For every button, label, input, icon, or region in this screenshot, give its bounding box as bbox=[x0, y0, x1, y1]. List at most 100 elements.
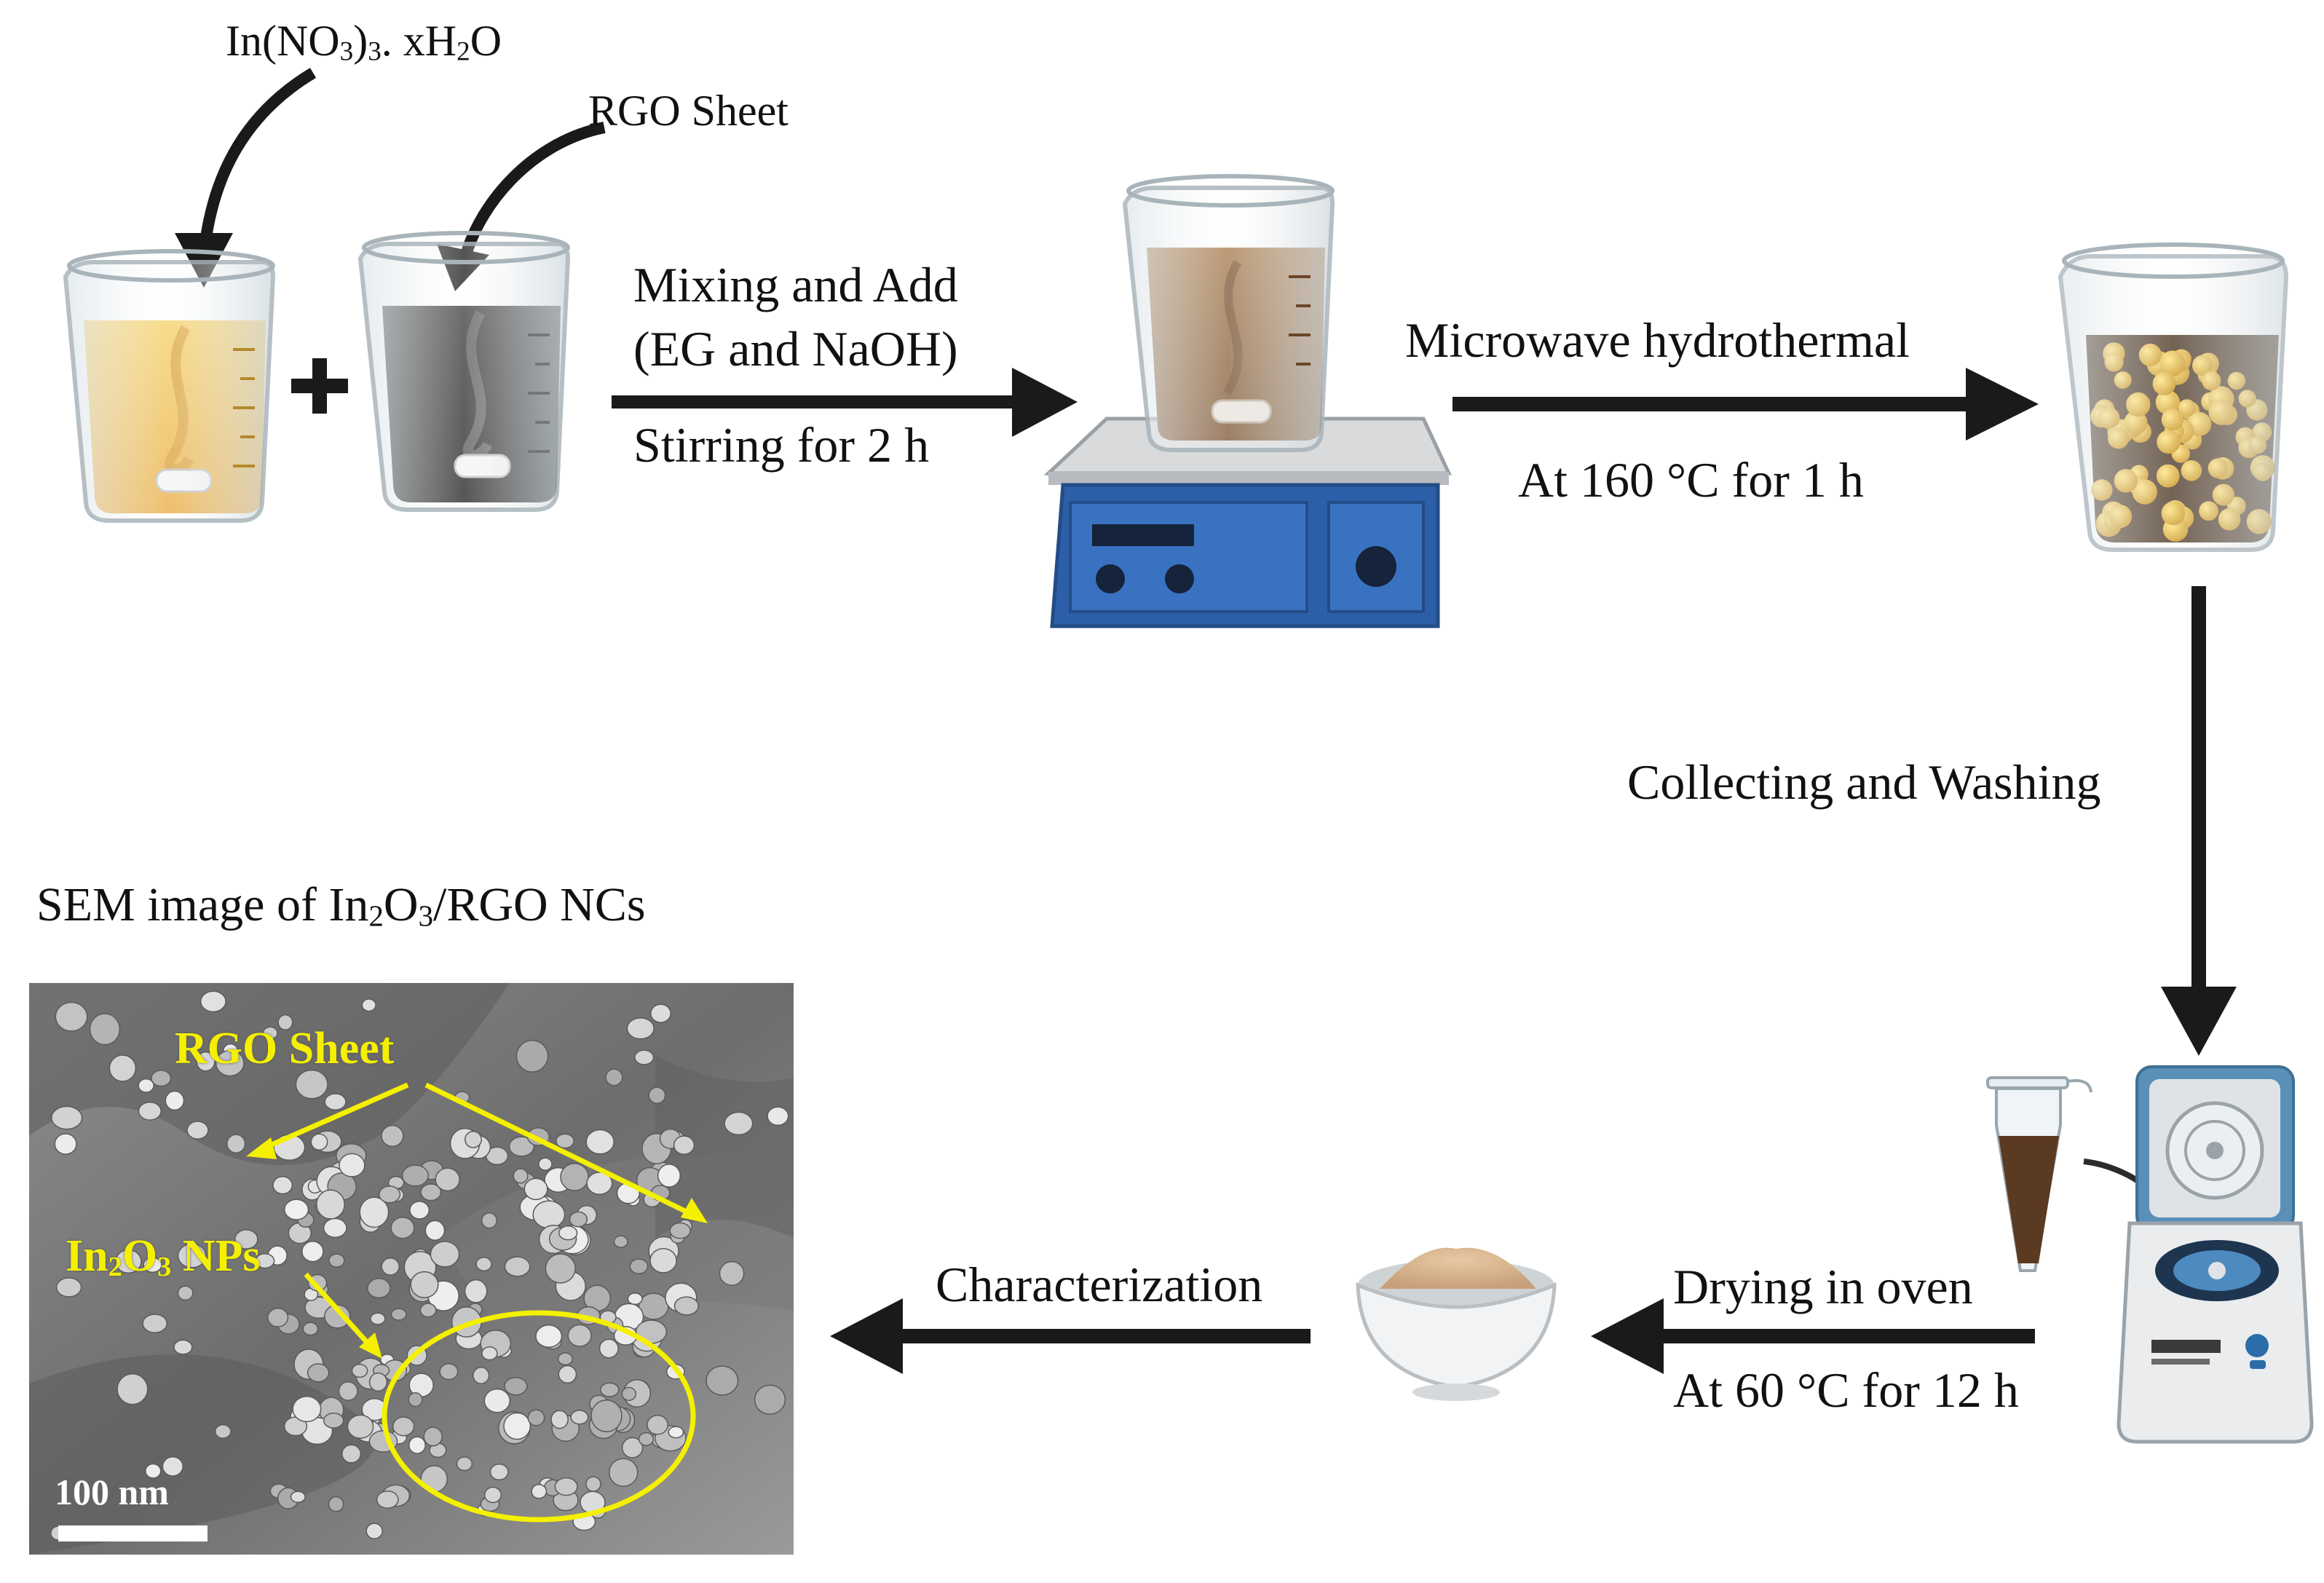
sem-micrograph bbox=[29, 983, 794, 1555]
sem-particle bbox=[115, 1249, 142, 1274]
sem-particle bbox=[648, 1086, 666, 1105]
sem-particle bbox=[295, 1069, 328, 1100]
sem-particle bbox=[439, 1363, 459, 1381]
sem-particle bbox=[165, 1090, 185, 1111]
sem-particle bbox=[585, 1476, 601, 1492]
label-mixing-line1: Mixing and Add bbox=[633, 257, 958, 312]
sem-particle bbox=[381, 1258, 400, 1276]
sem-particle bbox=[508, 1136, 535, 1157]
sem-particle bbox=[419, 1303, 437, 1318]
sem-particle bbox=[316, 1189, 345, 1220]
arrow-microwave bbox=[1452, 368, 2039, 441]
sem-particle bbox=[162, 1456, 183, 1477]
label-microwave: Microwave hydrothermal bbox=[1405, 312, 1910, 368]
sem-particle bbox=[302, 1322, 319, 1336]
sem-particle bbox=[538, 1157, 553, 1171]
sem-particle bbox=[719, 1260, 745, 1286]
sem-particle bbox=[55, 1001, 88, 1032]
beaker-black-icon bbox=[357, 231, 571, 512]
plus-icon bbox=[291, 358, 348, 414]
sem-particle bbox=[408, 1436, 426, 1454]
sem-particle bbox=[234, 1229, 258, 1250]
sem-particle bbox=[556, 1133, 574, 1149]
arrow-characterization bbox=[830, 1298, 1311, 1374]
sem-particle bbox=[668, 1426, 684, 1439]
sem-particle bbox=[650, 1003, 671, 1023]
sem-particle bbox=[483, 1486, 502, 1504]
beaker-brown-icon bbox=[1122, 174, 1335, 452]
sem-particle bbox=[532, 1200, 566, 1229]
label-temperature-2: At 60 °C for 12 h bbox=[1673, 1362, 2019, 1418]
sem-particle bbox=[328, 1496, 344, 1512]
sem-particle bbox=[301, 1241, 324, 1263]
sem-particle bbox=[489, 1463, 509, 1481]
sem-particle bbox=[613, 1235, 628, 1248]
sem-particle bbox=[586, 1172, 613, 1195]
eppendorf-tube-icon bbox=[1986, 1076, 2092, 1272]
sem-particle bbox=[323, 1217, 347, 1239]
arrow-mixing bbox=[612, 368, 1078, 437]
sem-particle bbox=[523, 1177, 548, 1201]
label-mixing-line2: (EG and NaOH) bbox=[633, 321, 958, 376]
sem-particle bbox=[531, 1484, 548, 1499]
sem-particle bbox=[272, 1175, 293, 1195]
sem-particle bbox=[567, 1324, 592, 1347]
sem-particle bbox=[598, 1338, 619, 1359]
sem-particle bbox=[292, 1396, 322, 1423]
sem-particle bbox=[339, 1153, 365, 1177]
sem-particle bbox=[590, 1400, 622, 1432]
sem-particle bbox=[255, 1252, 275, 1269]
sem-particle bbox=[638, 1432, 655, 1446]
sem-particle bbox=[550, 1410, 569, 1429]
sem-particle bbox=[657, 1164, 681, 1188]
sem-particle bbox=[108, 1054, 137, 1082]
sem-highlight-ellipse bbox=[382, 1310, 696, 1523]
sem-particle bbox=[361, 998, 376, 1012]
sem-particle bbox=[262, 1026, 278, 1040]
label-collecting: Collecting and Washing bbox=[1627, 754, 2101, 810]
sem-particle bbox=[54, 1133, 77, 1155]
sem-title: SEM image of In2O3/RGO NCs bbox=[36, 878, 646, 933]
sem-particle bbox=[347, 1414, 374, 1439]
sem-particle bbox=[151, 1070, 172, 1087]
sem-particle bbox=[557, 1352, 574, 1366]
sem-particle bbox=[376, 1490, 399, 1509]
sem-particle bbox=[560, 1162, 589, 1191]
label-indium-nitrate: In(NO3)3. xH2O bbox=[226, 17, 502, 67]
sem-particle bbox=[323, 1412, 344, 1429]
sem-particle bbox=[338, 1381, 358, 1401]
sem-particle bbox=[515, 1039, 549, 1073]
sem-particle bbox=[177, 1285, 194, 1301]
sem-particle bbox=[629, 1258, 649, 1274]
sem-particle bbox=[143, 1257, 162, 1273]
sem-particle bbox=[392, 1416, 415, 1437]
sem-particle bbox=[527, 1409, 545, 1426]
sem-particle bbox=[196, 1051, 216, 1072]
sem-particle bbox=[365, 1523, 383, 1539]
sem-particle bbox=[481, 1346, 498, 1361]
sem-particle bbox=[324, 1304, 351, 1329]
sem-particle bbox=[483, 1388, 511, 1413]
sem-particle bbox=[409, 1201, 430, 1220]
sem-nps-arrow bbox=[304, 1272, 382, 1359]
sem-particle bbox=[545, 1253, 576, 1284]
sem-particle bbox=[410, 1271, 439, 1298]
sem-particle bbox=[215, 1049, 245, 1077]
arrow-collecting bbox=[2161, 586, 2237, 1056]
sem-particle bbox=[423, 1426, 443, 1447]
sem-particle bbox=[634, 1049, 655, 1065]
sem-particle bbox=[142, 1314, 168, 1333]
sem-particle bbox=[138, 1101, 162, 1121]
sem-particle bbox=[424, 1220, 446, 1241]
beaker-yellow-icon bbox=[63, 249, 276, 523]
sem-rgo-arrows bbox=[246, 1082, 708, 1223]
sem-particle bbox=[390, 1216, 415, 1239]
sem-particle bbox=[368, 1372, 388, 1392]
sem-particle bbox=[626, 1017, 655, 1040]
sem-particle bbox=[621, 1386, 637, 1401]
sem-particle bbox=[673, 1296, 700, 1316]
sem-particle bbox=[558, 1365, 577, 1384]
label-stirring: Stirring for 2 h bbox=[633, 417, 930, 473]
sem-particle bbox=[475, 1256, 492, 1272]
sem-particle bbox=[706, 1365, 739, 1396]
